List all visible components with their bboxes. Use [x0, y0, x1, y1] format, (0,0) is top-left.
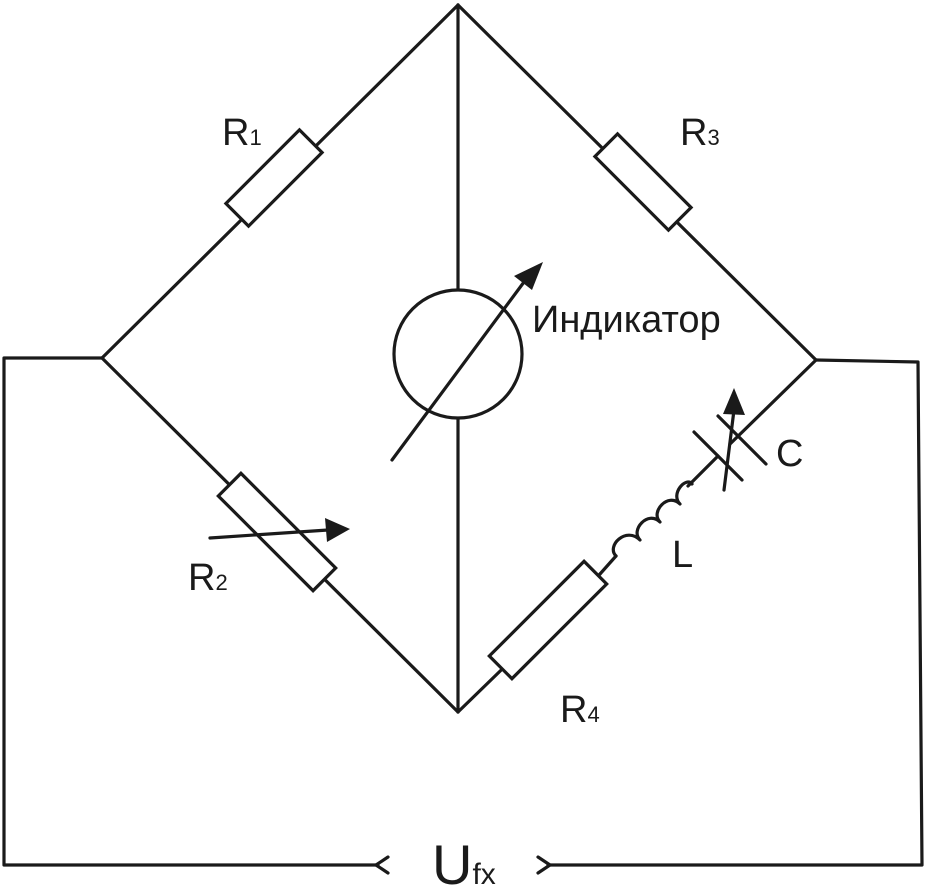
supply-wires: [2, 356, 924, 875]
variable-capacitor-c: [692, 388, 768, 492]
label-r2: R2: [188, 557, 228, 599]
resistor-r1: [223, 127, 325, 229]
indicator-arrow: [514, 262, 543, 290]
label-r1: R1: [222, 112, 262, 154]
label-indicator: Индикатор: [532, 299, 721, 341]
c-adjust-arrow: [723, 388, 745, 415]
r2-adjust-arrow: [325, 518, 350, 542]
variable-resistor-r2: [208, 471, 350, 593]
indicator-meter: [390, 262, 543, 462]
resistor-r3: [592, 131, 694, 233]
resistor-r4: [487, 559, 609, 681]
label-r3: R3: [680, 112, 720, 154]
label-capacitor: C: [776, 433, 803, 475]
inductor-l: [611, 480, 694, 558]
label-r4: R4: [560, 689, 600, 731]
label-supply-voltage: Ufx: [432, 833, 496, 890]
label-inductor: L: [672, 534, 693, 576]
